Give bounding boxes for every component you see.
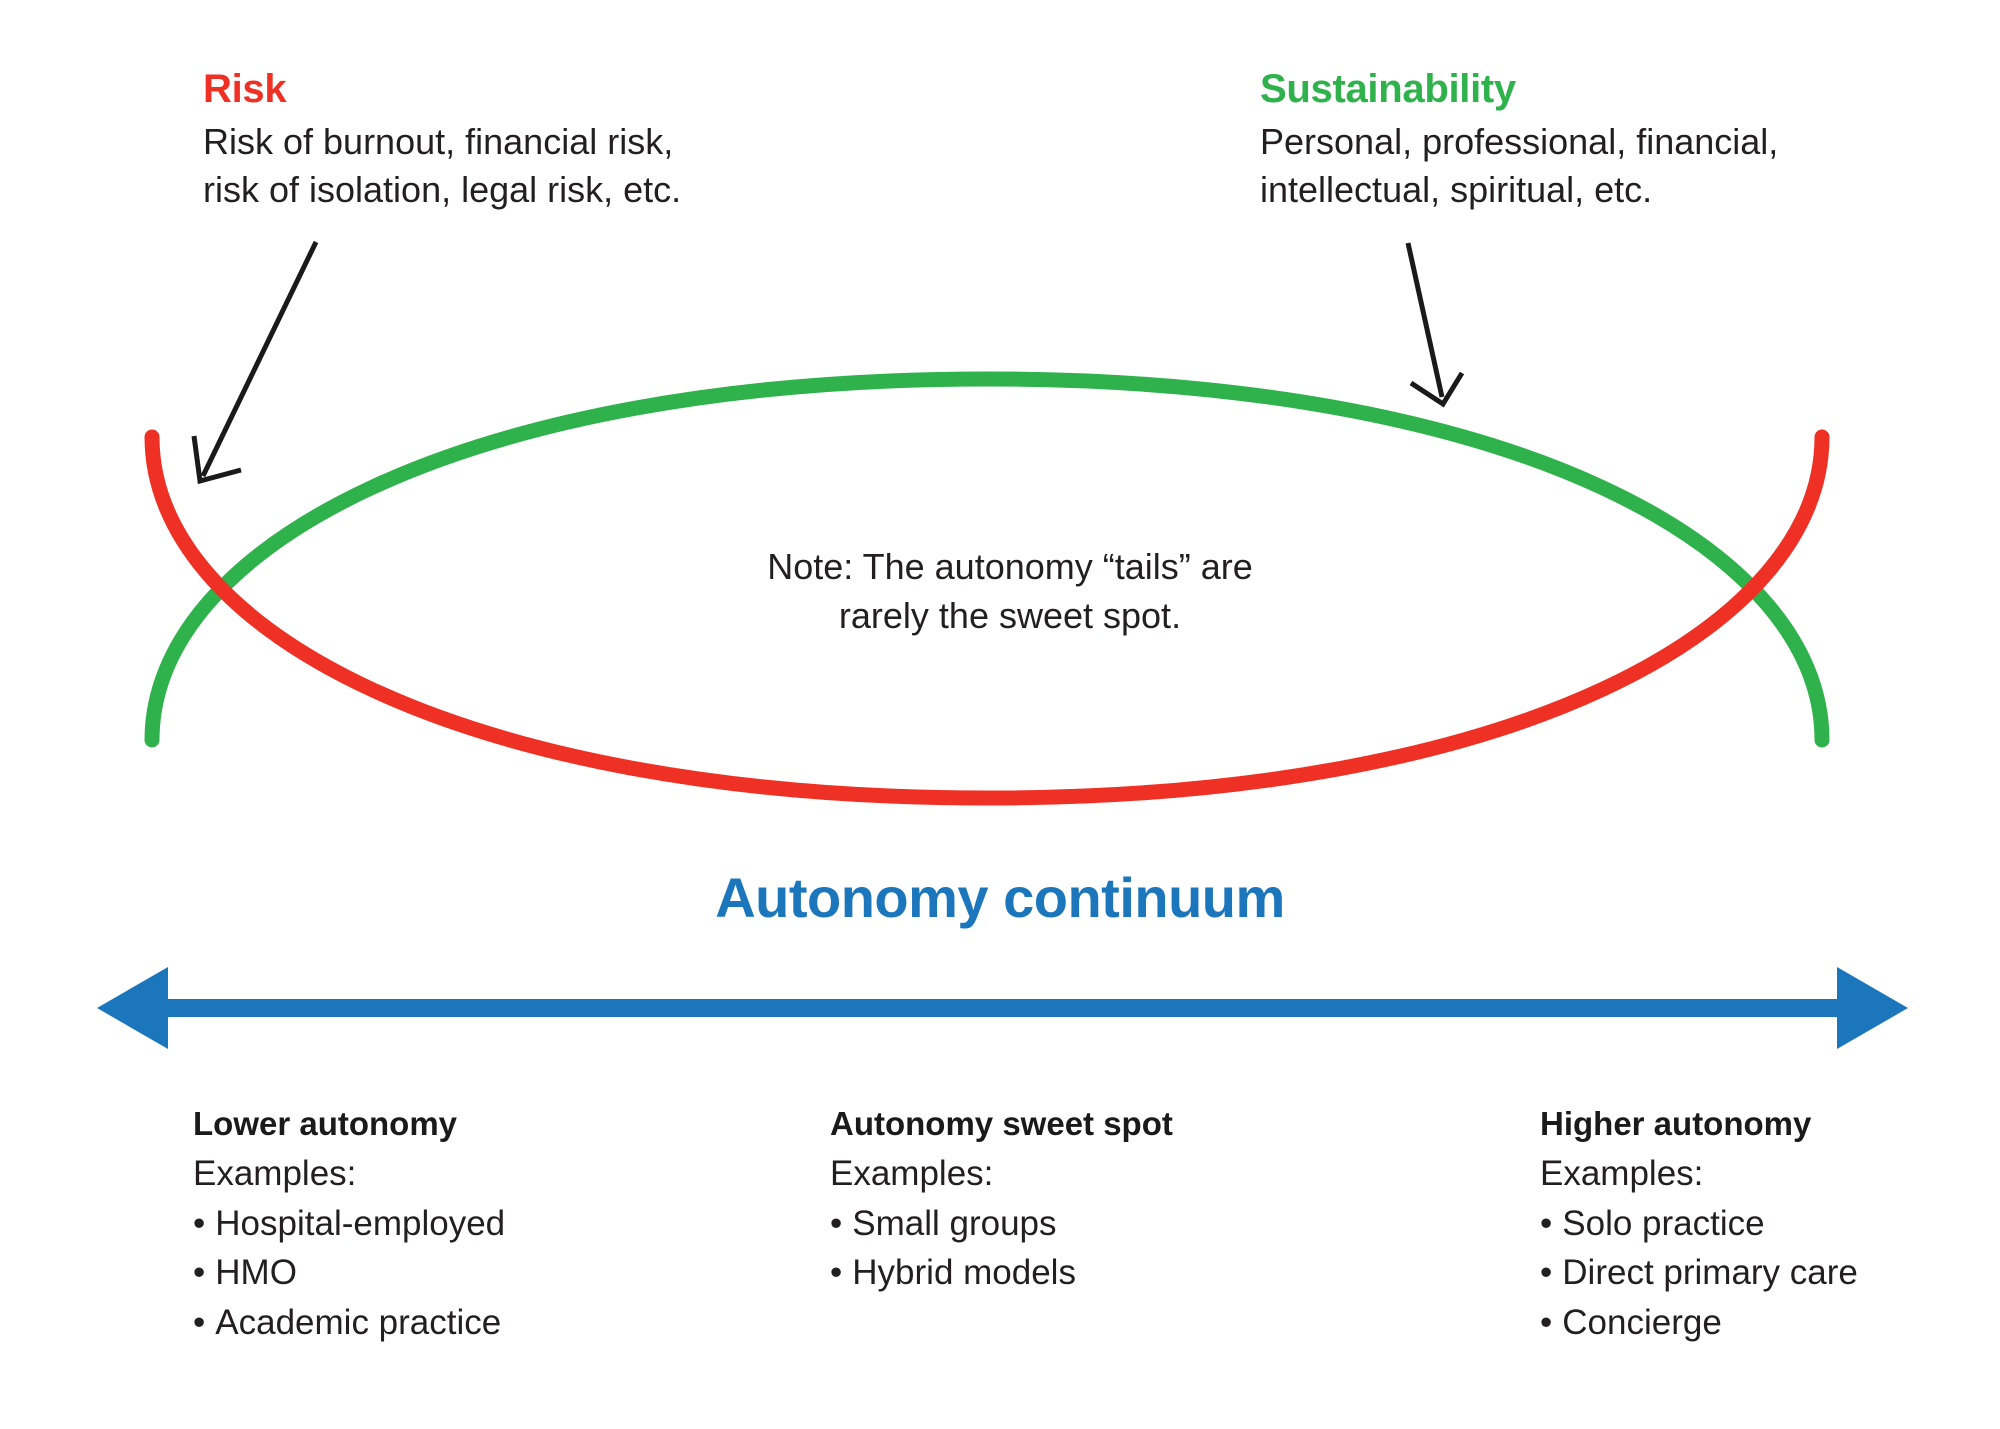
- list-item-label: Concierge: [1562, 1302, 1722, 1342]
- column-lower-autonomy-list: •Hospital-employed •HMO •Academic practi…: [193, 1200, 505, 1346]
- callout-risk-body: Risk of burnout, financial risk, risk of…: [203, 118, 681, 213]
- list-item: •Hybrid models: [830, 1249, 1173, 1296]
- callout-sustainability-title: Sustainability: [1260, 67, 1516, 111]
- list-item-label: Small groups: [852, 1204, 1057, 1243]
- list-item-label: Solo practice: [1562, 1204, 1765, 1243]
- callout-sustainability-body: Personal, professional, financial, intel…: [1260, 118, 1778, 213]
- center-note-line-2: rarely the sweet spot.: [838, 594, 1182, 636]
- column-higher-autonomy: Higher autonomy Examples: •Solo practice…: [1540, 1105, 1858, 1348]
- column-autonomy-sweet-spot-list: •Small groups •Hybrid models: [830, 1200, 1173, 1297]
- callout-risk-line-2: risk of isolation, legal risk, etc.: [203, 168, 682, 210]
- callout-sustainability-line-1: Personal, professional, financial,: [1260, 121, 1779, 162]
- bullet-icon: •: [830, 1253, 843, 1293]
- list-item: •Hospital-employed: [193, 1200, 505, 1247]
- column-autonomy-sweet-spot-subtitle: Examples:: [830, 1154, 994, 1193]
- callout-risk: Risk Risk of burnout, financial risk, ri…: [203, 68, 681, 213]
- list-item: •Academic practice: [193, 1299, 505, 1346]
- center-note: Note: The autonomy “tails” are rarely th…: [650, 543, 1370, 640]
- bullet-icon: •: [193, 1253, 206, 1293]
- continuum-title: Autonomy continuum: [715, 866, 1285, 929]
- bullet-icon: •: [1540, 1204, 1553, 1243]
- list-item-label: Hybrid models: [852, 1253, 1076, 1293]
- list-item-label: Direct primary care: [1562, 1253, 1858, 1293]
- callout-risk-title: Risk: [203, 67, 287, 111]
- column-autonomy-sweet-spot-title: Autonomy sweet spot: [830, 1105, 1173, 1142]
- bullet-icon: •: [193, 1302, 206, 1342]
- list-item-label: Hospital-employed: [215, 1204, 506, 1243]
- list-item-label: Academic practice: [215, 1302, 502, 1342]
- list-item: •Concierge: [1540, 1299, 1858, 1346]
- callout-sustainability-line-2: intellectual, spiritual, etc.: [1260, 168, 1653, 210]
- bullet-icon: •: [1540, 1253, 1553, 1293]
- column-lower-autonomy-subtitle: Examples:: [193, 1154, 357, 1193]
- list-item: •Direct primary care: [1540, 1249, 1858, 1296]
- list-item: •Small groups: [830, 1200, 1173, 1247]
- column-higher-autonomy-subtitle: Examples:: [1540, 1154, 1704, 1193]
- list-item: •Solo practice: [1540, 1200, 1858, 1247]
- column-lower-autonomy-title: Lower autonomy: [193, 1105, 458, 1142]
- callout-risk-line-1: Risk of burnout, financial risk,: [203, 121, 674, 162]
- continuum-double-arrow: [97, 967, 1908, 1049]
- column-lower-autonomy: Lower autonomy Examples: •Hospital-emplo…: [193, 1105, 505, 1348]
- column-autonomy-sweet-spot: Autonomy sweet spot Examples: •Small gro…: [830, 1105, 1173, 1299]
- list-item: •HMO: [193, 1249, 505, 1296]
- bullet-icon: •: [193, 1204, 206, 1243]
- column-higher-autonomy-list: •Solo practice •Direct primary care •Con…: [1540, 1200, 1858, 1346]
- center-note-line-1: Note: The autonomy “tails” are: [767, 546, 1253, 587]
- bullet-icon: •: [1540, 1302, 1553, 1342]
- sustainability-pointer-arrow: [1405, 242, 1465, 408]
- column-higher-autonomy-title: Higher autonomy: [1540, 1105, 1812, 1142]
- callout-sustainability: Sustainability Personal, professional, f…: [1260, 68, 1778, 213]
- bullet-icon: •: [830, 1204, 843, 1243]
- list-item-label: HMO: [215, 1253, 297, 1293]
- risk-pointer-arrow: [191, 240, 319, 485]
